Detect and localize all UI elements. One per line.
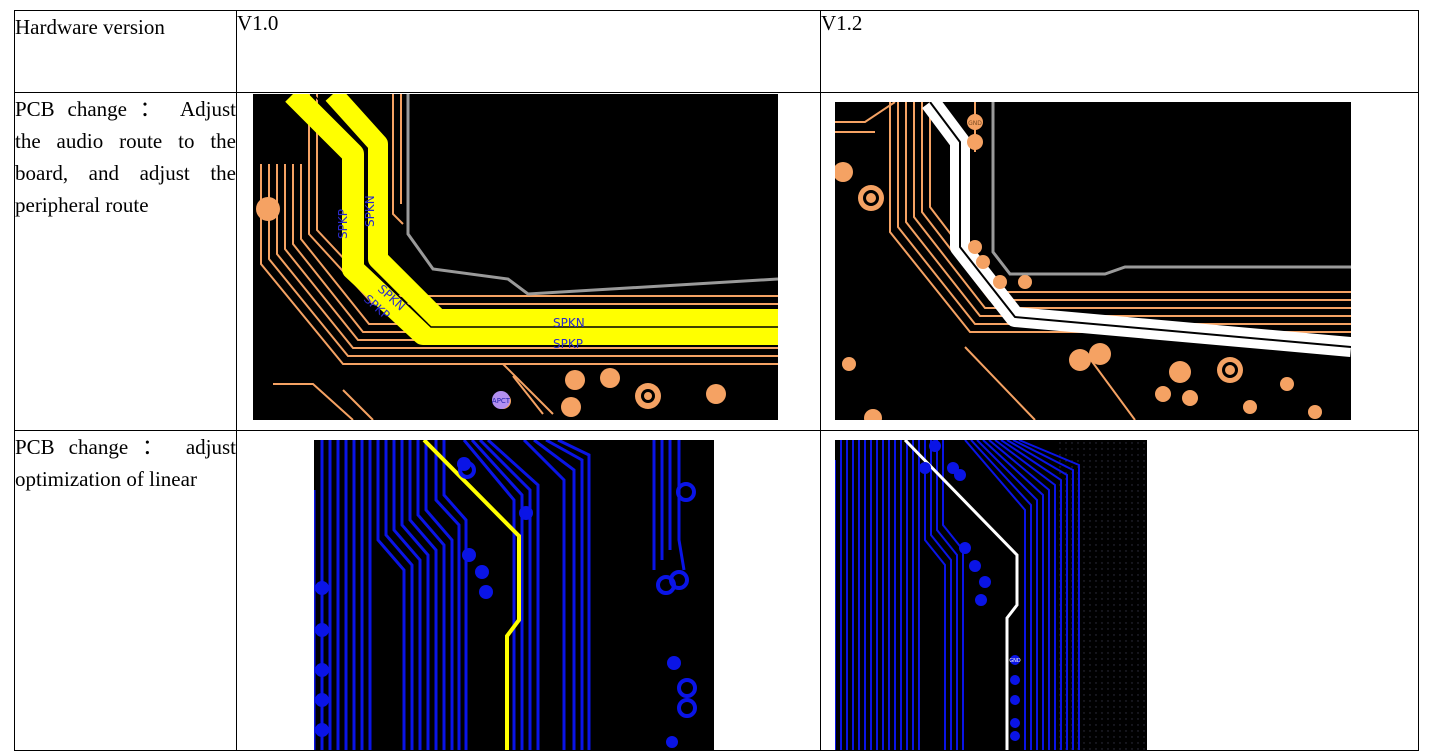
header-v12-cell: V1.2 bbox=[820, 10, 1419, 93]
v10-linear-pcb-image bbox=[314, 440, 714, 750]
table-header-row: Hardware version V1.0 V1.2 bbox=[14, 10, 1419, 93]
v12-linear-image-cell: GND bbox=[820, 430, 1419, 751]
v10-audio-pcb-image: SPKP SPKN SPKN SPKP SPKN SPKP APCT bbox=[253, 94, 778, 420]
hardware-version-label: Hardware version bbox=[15, 15, 165, 39]
version-v12-label: V1.2 bbox=[821, 11, 863, 35]
component-tag: GND bbox=[1009, 658, 1021, 664]
net-label: SPKN bbox=[363, 195, 377, 227]
row-audio-route-label: PCB change ： Adjust the audio route to t… bbox=[15, 97, 236, 217]
row-label-cell: PCB change ： adjust optimization of line… bbox=[14, 430, 237, 751]
header-label-cell: Hardware version bbox=[14, 10, 237, 93]
version-v10-label: V1.0 bbox=[237, 11, 279, 35]
row-label-cell: PCB change ： Adjust the audio route to t… bbox=[14, 92, 237, 431]
net-label: SPKP bbox=[336, 209, 350, 239]
table-row: PCB change ： adjust optimization of line… bbox=[14, 430, 1419, 751]
v12-audio-image-cell: GND bbox=[820, 92, 1419, 431]
component-tag: APCT bbox=[492, 397, 511, 405]
row-linear-optimization-label: PCB change ： adjust optimization of line… bbox=[15, 435, 236, 491]
header-v10-cell: V1.0 bbox=[236, 10, 821, 93]
v12-linear-pcb-image: GND bbox=[835, 440, 1147, 750]
v10-linear-image-cell bbox=[236, 430, 821, 751]
net-label: SPKP bbox=[553, 337, 583, 351]
v10-audio-image-cell: SPKP SPKN SPKN SPKP SPKN SPKP APCT bbox=[236, 92, 821, 431]
table-row: PCB change ： Adjust the audio route to t… bbox=[14, 92, 1419, 431]
v12-audio-pcb-image: GND bbox=[835, 102, 1351, 420]
hardware-comparison-table: Hardware version V1.0 V1.2 PCB change ： … bbox=[14, 10, 1419, 751]
component-tag: GND bbox=[968, 120, 982, 127]
net-label: SPKN bbox=[553, 316, 585, 330]
